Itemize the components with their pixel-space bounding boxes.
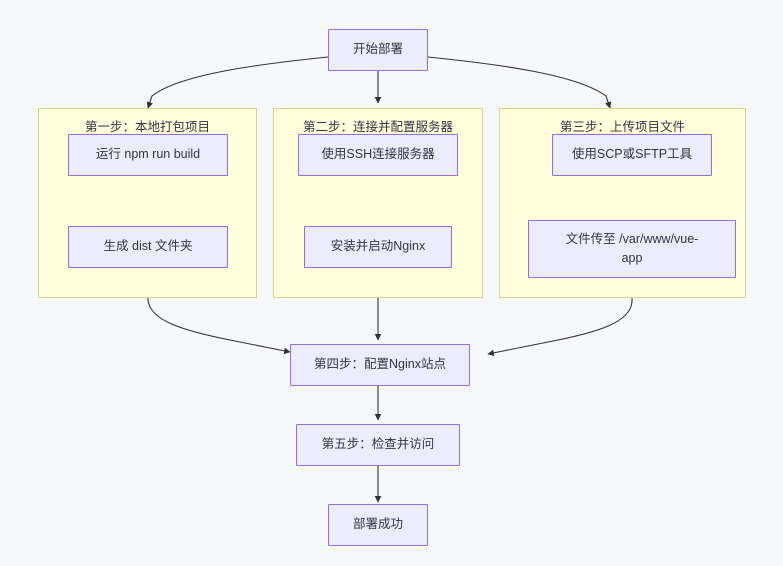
cluster-step2-label: 第二步：连接并配置服务器 <box>302 120 453 134</box>
node-npm-run-build-label: 运行 npm run build <box>95 147 201 162</box>
edge-start-to-step3 <box>427 56 612 109</box>
node-scp-sftp-tool[interactable]: 使用SCP或SFTP工具 <box>552 134 712 176</box>
node-ssh-connect[interactable]: 使用SSH连接服务器 <box>298 134 458 176</box>
node-start[interactable]: 开始部署 <box>328 29 428 71</box>
node-generate-dist[interactable]: 生成 dist 文件夹 <box>68 226 228 268</box>
node-install-nginx[interactable]: 安装并启动Nginx <box>304 226 452 268</box>
cluster-step1-label: 第一步：本地打包项目 <box>84 120 210 134</box>
node-deploy-success-label: 部署成功 <box>352 517 403 532</box>
node-check-and-visit[interactable]: 第五步：检查并访问 <box>296 424 460 466</box>
node-npm-run-build[interactable]: 运行 npm run build <box>68 134 228 176</box>
node-transfer-to-path-line1: 文件传至 /var/www/vue- <box>565 231 699 246</box>
node-configure-nginx-site[interactable]: 第四步：配置Nginx站点 <box>290 344 470 386</box>
node-configure-nginx-site-label: 第四步：配置Nginx站点 <box>314 357 446 372</box>
node-transfer-to-path[interactable]: 文件传至 /var/www/vue- app <box>528 220 736 278</box>
node-transfer-to-path-line2: app <box>621 251 643 265</box>
node-install-nginx-label: 安装并启动Nginx <box>330 239 426 254</box>
node-generate-dist-label: 生成 dist 文件夹 <box>103 239 193 254</box>
node-deploy-success[interactable]: 部署成功 <box>328 504 428 546</box>
node-scp-sftp-tool-label: 使用SCP或SFTP工具 <box>571 147 693 162</box>
cluster-step3-label: 第三步：上传项目文件 <box>559 120 685 134</box>
node-ssh-connect-label: 使用SSH连接服务器 <box>321 147 435 162</box>
node-check-and-visit-label: 第五步：检查并访问 <box>321 437 435 452</box>
node-start-label: 开始部署 <box>352 42 403 57</box>
edge-start-to-step1 <box>146 56 329 109</box>
